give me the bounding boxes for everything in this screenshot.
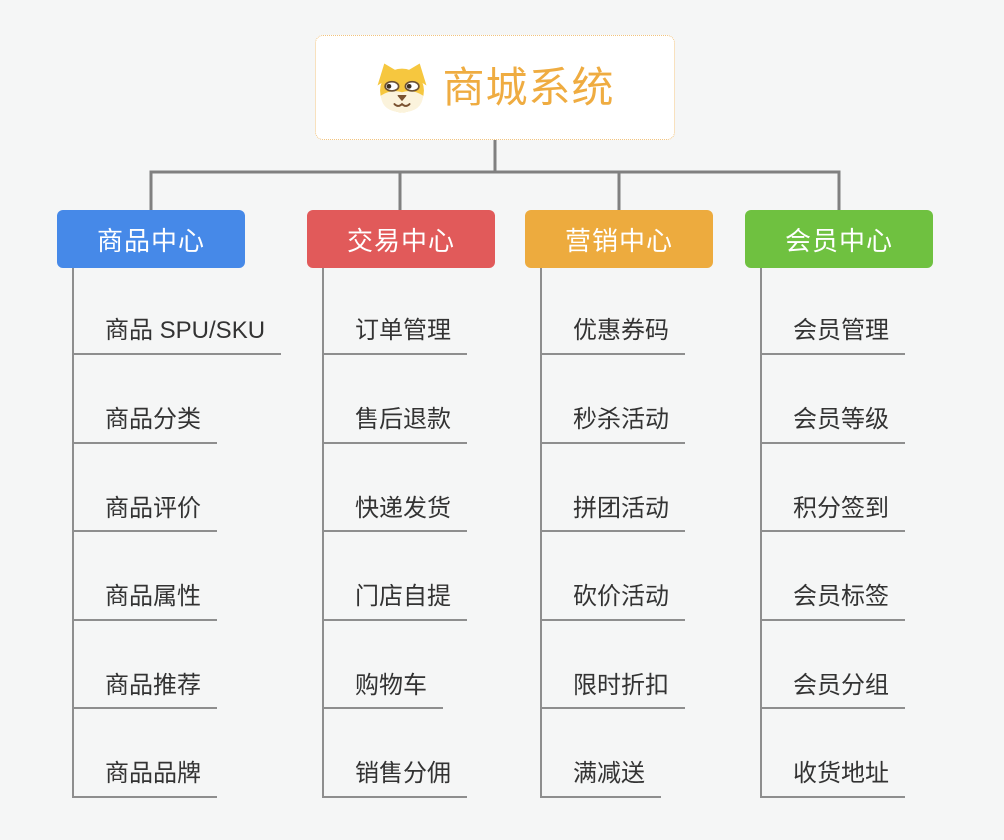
leaf-node: 购物车 [307, 621, 495, 710]
leaf-label[interactable]: 商品分类 [72, 406, 217, 444]
leaf-label[interactable]: 销售分佣 [322, 760, 467, 798]
leaf-label[interactable]: 售后退款 [322, 406, 467, 444]
leaf-label[interactable]: 满减送 [540, 760, 661, 798]
leaf-label[interactable]: 商品属性 [72, 583, 217, 621]
leaf-label[interactable]: 订单管理 [322, 317, 467, 355]
branch-trunk-line [72, 268, 74, 798]
leaf-label[interactable]: 会员管理 [760, 317, 905, 355]
branch-box-product-center[interactable]: 商品中心 [57, 210, 245, 268]
branch-trunk-line [760, 268, 762, 798]
leaf-label[interactable]: 秒杀活动 [540, 406, 685, 444]
leaf-node: 商品品牌 [57, 709, 245, 798]
branch-leaves: 会员管理 会员等级 积分签到 会员标签 会员分组 收货地址 [745, 268, 933, 798]
leaf-label[interactable]: 积分签到 [760, 495, 905, 533]
leaf-node: 会员分组 [745, 621, 933, 710]
leaf-node: 快递发货 [307, 444, 495, 533]
root-node[interactable]: 商城系统 [315, 35, 675, 140]
leaf-label[interactable]: 会员分组 [760, 672, 905, 710]
leaf-node: 门店自提 [307, 532, 495, 621]
branch-box-trade-center[interactable]: 交易中心 [307, 210, 495, 268]
leaf-node: 拼团活动 [525, 444, 713, 533]
leaf-node: 会员等级 [745, 355, 933, 444]
branch-trade-center: 交易中心 订单管理 售后退款 快递发货 门店自提 购物车 销售分佣 [307, 210, 495, 798]
leaf-label[interactable]: 会员标签 [760, 583, 905, 621]
branch-box-marketing-center[interactable]: 营销中心 [525, 210, 713, 268]
leaf-node: 商品属性 [57, 532, 245, 621]
leaf-label[interactable]: 拼团活动 [540, 495, 685, 533]
leaf-label[interactable]: 商品 SPU/SKU [72, 317, 282, 355]
branch-leaves: 订单管理 售后退款 快递发货 门店自提 购物车 销售分佣 [307, 268, 495, 798]
branch-box-member-center[interactable]: 会员中心 [745, 210, 933, 268]
branch-marketing-center: 营销中心 优惠券码 秒杀活动 拼团活动 砍价活动 限时折扣 满减送 [525, 210, 713, 798]
leaf-node: 商品评价 [57, 444, 245, 533]
branch-product-center: 商品中心 商品 SPU/SKU 商品分类 商品评价 商品属性 商品推荐 商品品牌 [57, 210, 282, 798]
dog-face-icon [375, 61, 429, 115]
leaf-label[interactable]: 收货地址 [760, 760, 905, 798]
branch-trunk-line [322, 268, 324, 798]
leaf-node: 限时折扣 [525, 621, 713, 710]
leaf-node: 商品推荐 [57, 621, 245, 710]
leaf-node: 秒杀活动 [525, 355, 713, 444]
leaf-label[interactable]: 门店自提 [322, 583, 467, 621]
leaf-node: 商品分类 [57, 355, 245, 444]
leaf-label[interactable]: 优惠券码 [540, 317, 685, 355]
leaf-node: 销售分佣 [307, 709, 495, 798]
leaf-label[interactable]: 购物车 [322, 672, 443, 710]
branch-trunk-line [540, 268, 542, 798]
leaf-label[interactable]: 商品推荐 [72, 672, 217, 710]
branch-member-center: 会员中心 会员管理 会员等级 积分签到 会员标签 会员分组 收货地址 [745, 210, 933, 798]
leaf-node: 收货地址 [745, 709, 933, 798]
leaf-label[interactable]: 限时折扣 [540, 672, 685, 710]
branch-leaves: 优惠券码 秒杀活动 拼团活动 砍价活动 限时折扣 满减送 [525, 268, 713, 798]
leaf-label[interactable]: 会员等级 [760, 406, 905, 444]
leaf-node: 商品 SPU/SKU [57, 268, 282, 355]
leaf-node: 满减送 [525, 709, 713, 798]
leaf-node: 砍价活动 [525, 532, 713, 621]
leaf-node: 售后退款 [307, 355, 495, 444]
leaf-node: 会员标签 [745, 532, 933, 621]
leaf-label[interactable]: 商品品牌 [72, 760, 217, 798]
leaf-label[interactable]: 砍价活动 [540, 583, 685, 621]
leaf-node: 订单管理 [307, 268, 495, 355]
branch-leaves: 商品 SPU/SKU 商品分类 商品评价 商品属性 商品推荐 商品品牌 [57, 268, 282, 798]
leaf-node: 优惠券码 [525, 268, 713, 355]
leaf-label[interactable]: 商品评价 [72, 495, 217, 533]
root-title: 商城系统 [442, 63, 615, 111]
leaf-label[interactable]: 快递发货 [322, 495, 467, 533]
leaf-node: 会员管理 [745, 268, 933, 355]
leaf-node: 积分签到 [745, 444, 933, 533]
